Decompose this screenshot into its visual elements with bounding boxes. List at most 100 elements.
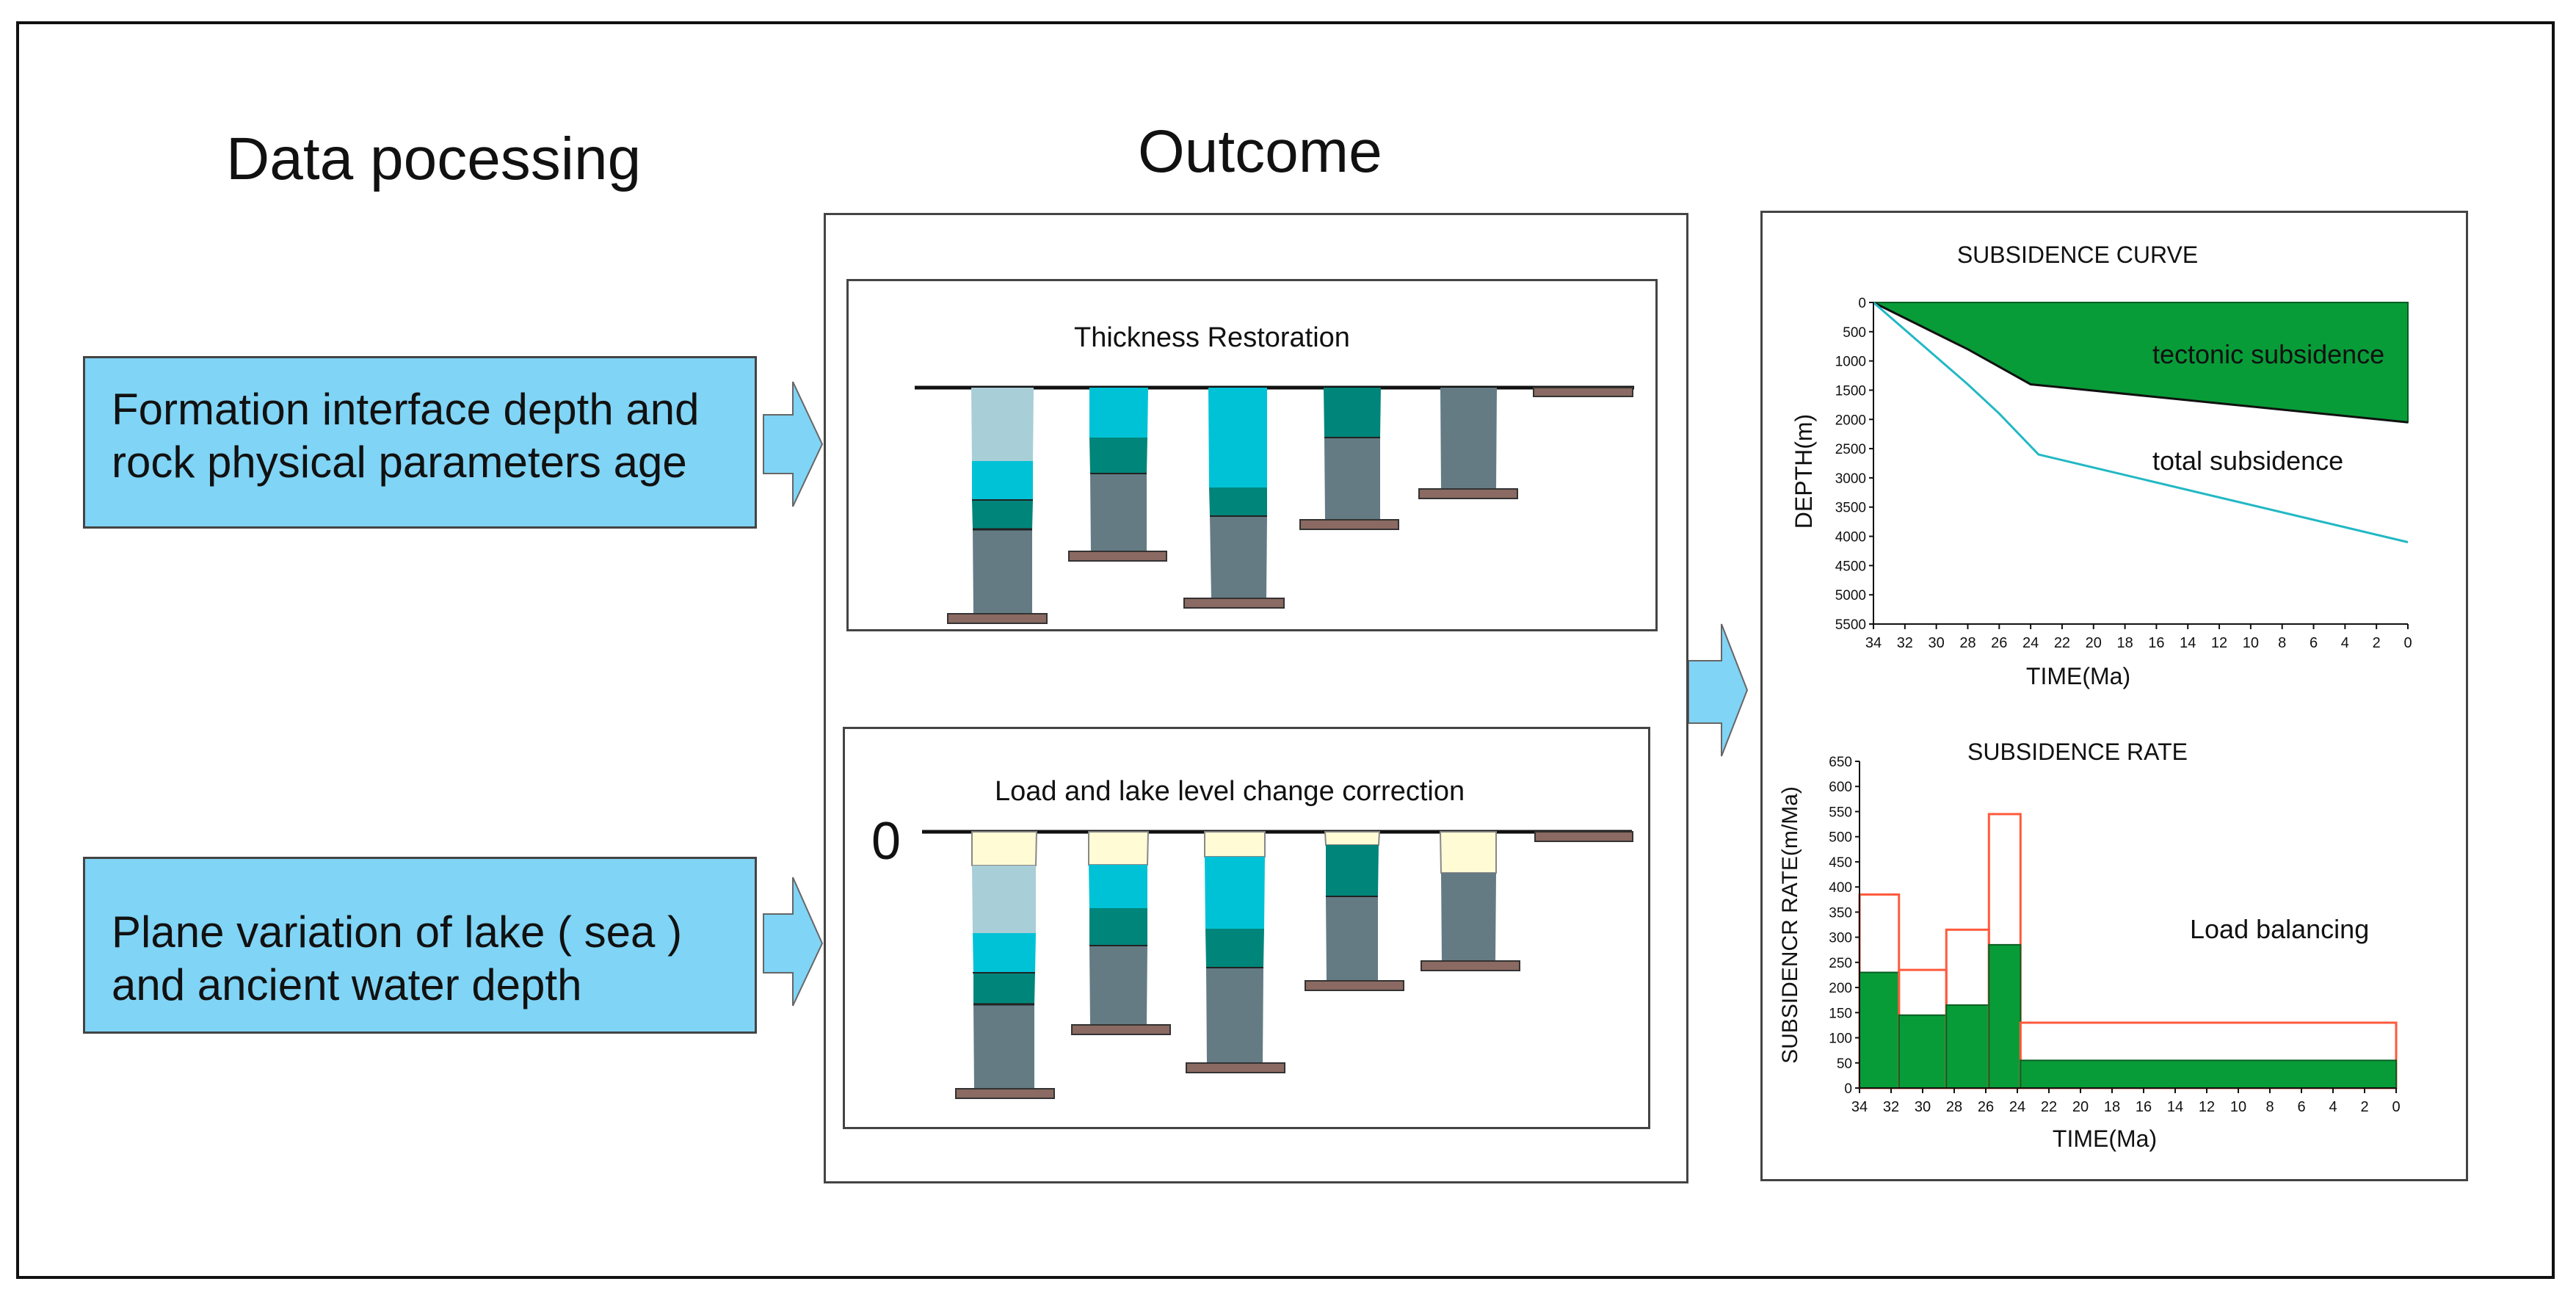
- y-tick-label: 5500: [1835, 617, 1866, 633]
- arrow-right-icon: [1688, 623, 1749, 757]
- strata-column: [1186, 831, 1285, 1073]
- y-tick-label: 3000: [1835, 471, 1866, 487]
- load-correction-title: Load and lake level change correction: [995, 776, 1465, 807]
- x-tick-label: 2: [2360, 1099, 2368, 1115]
- strata-column: [1534, 831, 1633, 842]
- strata-column: [1299, 388, 1399, 530]
- x-tick-label: 32: [1897, 635, 1913, 651]
- x-tick-label: 0: [2403, 635, 2412, 651]
- heading-data-processing: Data pocessing: [226, 126, 642, 192]
- y-tick-label: 500: [1829, 830, 1852, 846]
- y-tick-label: 50: [1837, 1056, 1852, 1072]
- strata-column: [1421, 831, 1520, 971]
- thickness-restoration-panel: Thickness Restoration: [846, 279, 1658, 631]
- y-tick-label: 0: [1858, 296, 1866, 311]
- y-tick-label: 400: [1829, 880, 1852, 896]
- y-tick-label: 1500: [1835, 383, 1866, 399]
- y-tick-label: 500: [1843, 325, 1866, 341]
- strata-column: [1305, 831, 1404, 991]
- rate-x-label: TIME(Ma): [2053, 1125, 2157, 1152]
- x-tick-label: 8: [2265, 1099, 2274, 1115]
- x-tick-label: 4: [2341, 635, 2349, 651]
- y-tick-label: 4000: [1835, 530, 1866, 545]
- outer-frame: [16, 21, 2555, 1279]
- x-tick-label: 28: [1959, 635, 1975, 651]
- y-tick-label: 3500: [1835, 501, 1866, 516]
- rate-bar: [1945, 1004, 1990, 1089]
- y-tick-label: 0: [1844, 1081, 1852, 1097]
- tectonic-subsidence-line: [1873, 301, 2409, 424]
- x-tick-label: 26: [1978, 1099, 1994, 1115]
- total-subsidence-line: [1873, 301, 2409, 543]
- x-tick-label: 10: [2230, 1099, 2246, 1115]
- y-tick-label: 300: [1829, 931, 1852, 946]
- curve-x-label: TIME(Ma): [2026, 663, 2130, 689]
- curve-y-ticks: 0500100015002000250030003500400045005000…: [1835, 296, 1873, 633]
- x-tick-label: 22: [2054, 635, 2070, 651]
- zero-level-label: 0: [871, 812, 901, 871]
- x-tick-label: 12: [2211, 635, 2227, 651]
- x-tick-label: 10: [2243, 635, 2259, 651]
- y-tick-label: 650: [1829, 755, 1852, 770]
- strata-column: [1068, 388, 1167, 562]
- x-tick-label: 24: [2022, 635, 2039, 651]
- x-tick-label: 30: [1929, 635, 1945, 651]
- x-tick-label: 2: [2373, 635, 2381, 651]
- strata-column: [1183, 388, 1285, 609]
- load-correction-panel: Load and lake level change correction 0: [843, 727, 1650, 1129]
- strata-column: [1071, 831, 1171, 1035]
- x-tick-label: 0: [2392, 1099, 2400, 1115]
- arrow-right-icon: [763, 877, 824, 1007]
- x-tick-label: 32: [1883, 1099, 1899, 1115]
- x-tick-label: 28: [1946, 1099, 1962, 1115]
- thickness-columns: [915, 385, 1634, 624]
- x-tick-label: 26: [1991, 635, 2007, 651]
- heading-outcome: Outcome: [1138, 118, 1382, 185]
- y-tick-label: 350: [1829, 905, 1852, 921]
- y-tick-label: 2500: [1835, 442, 1866, 457]
- subsidence-curve-title: SUBSIDENCE CURVE: [1957, 242, 2198, 268]
- x-tick-label: 22: [2041, 1099, 2057, 1115]
- thickness-restoration-title: Thickness Restoration: [1074, 322, 1350, 353]
- strata-column: [1418, 388, 1518, 499]
- curve-y-label: DEPTH(m): [1790, 414, 1817, 529]
- rate-bar: [1988, 943, 2022, 1089]
- x-tick-label: 14: [2180, 635, 2196, 651]
- input-box-formation-line-1: Formation interface depth and: [112, 385, 700, 434]
- corrected-columns: [922, 830, 1633, 1099]
- y-tick-label: 600: [1829, 780, 1852, 795]
- input-box-lake-line-1: Plane variation of lake ( sea ): [112, 907, 683, 957]
- x-tick-label: 30: [1915, 1099, 1931, 1115]
- x-tick-label: 4: [2329, 1099, 2337, 1115]
- x-tick-label: 20: [2072, 1099, 2089, 1115]
- y-tick-label: 200: [1829, 981, 1852, 996]
- x-tick-label: 18: [2104, 1099, 2120, 1115]
- rate-bar: [1898, 1014, 1948, 1089]
- x-tick-label: 6: [2297, 1099, 2305, 1115]
- x-tick-label: 16: [2136, 1099, 2152, 1115]
- subsidence-rate-title: SUBSIDENCE RATE: [1967, 739, 2188, 765]
- strata-column: [1533, 387, 1633, 397]
- input-box-formation-line-2: rock physical parameters age: [112, 438, 687, 487]
- arrow-right-icon: [763, 381, 824, 507]
- x-tick-label: 34: [1865, 635, 1882, 651]
- input-box-formation: Formation interface depth and rock physi…: [83, 356, 757, 529]
- x-tick-label: 18: [2116, 635, 2133, 651]
- y-tick-label: 250: [1829, 956, 1852, 971]
- tectonic-subsidence-label: tectonic subsidence: [2152, 339, 2384, 369]
- input-box-lake-line-2: and ancient water depth: [112, 960, 582, 1009]
- x-tick-label: 14: [2167, 1099, 2183, 1115]
- rate-y-label: SUBSIDENCR RATE(m/Ma): [1778, 786, 1802, 1064]
- input-box-lake: Plane variation of lake ( sea ) and anci…: [83, 857, 757, 1034]
- y-tick-label: 2000: [1835, 413, 1866, 428]
- x-tick-label: 6: [2310, 635, 2318, 651]
- total-subsidence-label: total subsidence: [2152, 446, 2343, 476]
- x-tick-label: 24: [2009, 1099, 2025, 1115]
- y-tick-label: 100: [1829, 1031, 1852, 1047]
- y-tick-label: 1000: [1835, 355, 1866, 370]
